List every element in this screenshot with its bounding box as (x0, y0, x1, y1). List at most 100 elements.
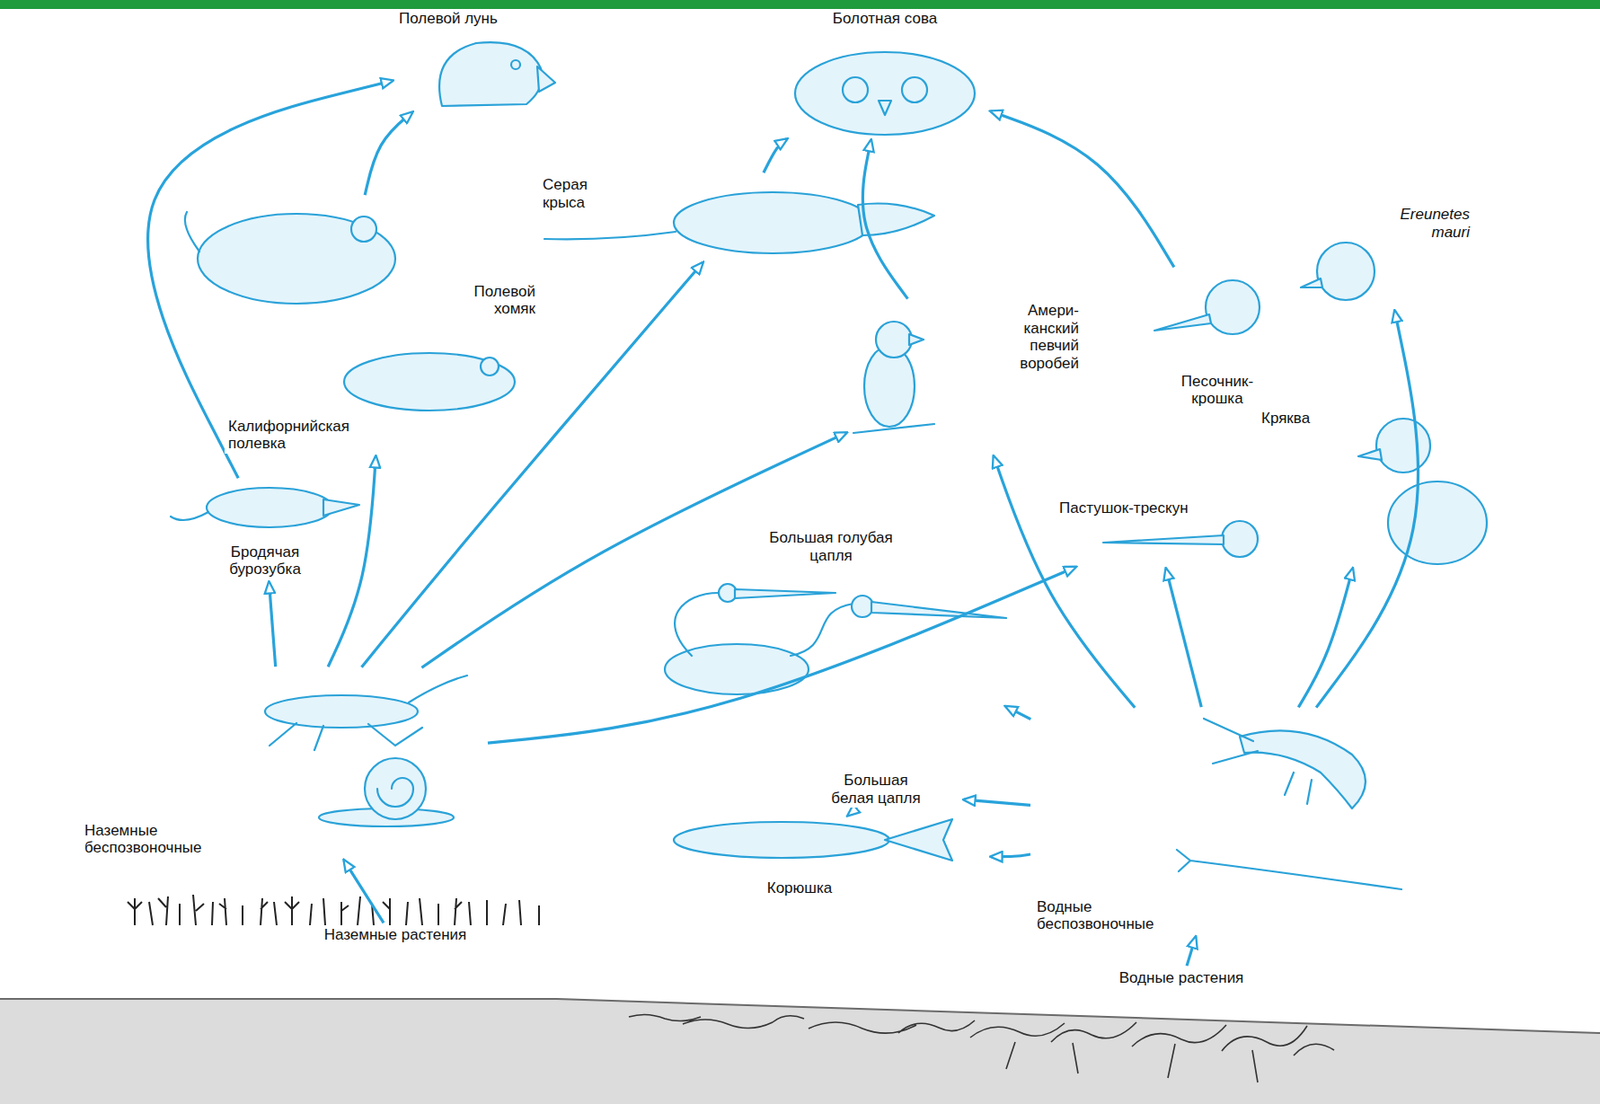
snail-spiral (377, 777, 414, 807)
shrew-body (206, 487, 333, 528)
organism-node: Полевой хомяк (161, 197, 540, 319)
sandpiper-beak (1300, 278, 1323, 288)
food-arrow (862, 140, 908, 300)
grasshopper-body (265, 695, 418, 728)
ground-band (0, 998, 1600, 1104)
organism-label: Серая крыса (539, 175, 610, 213)
sandpiper-head (1317, 242, 1375, 301)
vole-ear (480, 357, 499, 376)
terrestrial-plants (127, 894, 540, 926)
organism-node: Ereunetes mauri (1293, 204, 1474, 309)
heron-neck (790, 603, 854, 656)
food-arrow (361, 262, 703, 667)
fish-tail (884, 819, 953, 861)
organism-node: Наземные беспозвоночные (80, 669, 486, 858)
organism-label: Корюшка (763, 878, 836, 899)
organism-node: Бродячая бурозубка (148, 480, 382, 580)
organism-label: Водные растения (1115, 968, 1248, 989)
heron-body (664, 644, 809, 695)
food-arrow (1186, 937, 1196, 966)
food-arrow (990, 854, 1031, 858)
owl-head (795, 52, 975, 135)
organism-label: Пастушок-трескун (1055, 498, 1193, 519)
organism-node: Пастушок-трескун (1055, 498, 1258, 566)
food-arrow (487, 566, 1076, 743)
owl-beak (878, 100, 892, 115)
organism-label: Большая голубая цапля (760, 528, 902, 566)
food-arrow (1166, 568, 1202, 708)
food-arrow (148, 80, 393, 479)
rat-tail (544, 231, 676, 239)
top-bar (0, 0, 1600, 9)
organism-label: Калифорнийская полевка (224, 416, 385, 454)
shrimp-legs (1203, 718, 1312, 805)
organism-label: Песочник- крошка (1168, 371, 1266, 409)
organism-label: Амери- канский певчий воробей (1003, 300, 1083, 373)
organism-label: Полевой хомяк (450, 282, 540, 319)
food-arrow (268, 582, 275, 667)
food-arrow (1005, 706, 1031, 719)
organism-node: Калифорнийская полевка (224, 350, 535, 454)
organism-node: Водные беспозвоночные (1033, 709, 1429, 935)
hamster-tail (185, 212, 200, 252)
organism-label: Водные беспозвоночные (1033, 897, 1171, 935)
food-arrow (344, 860, 384, 924)
shrimp-body (1239, 730, 1366, 809)
organism-node: Песочник- крошка (1140, 269, 1294, 409)
harrier-head (439, 42, 542, 107)
organism-label: Ereunetes mauri (1380, 204, 1474, 242)
food-arrow (364, 112, 413, 195)
organism-label: Полевой лунь (395, 8, 502, 29)
sandpiper-head (1205, 280, 1260, 335)
heron-neck (674, 592, 719, 656)
organism-node: Кряква (1257, 408, 1492, 566)
fish-body (673, 822, 890, 858)
organism-node: Большая голубая цапля (642, 528, 1020, 706)
organism-node: Большая белая цапля (790, 770, 962, 814)
sandpiper-beak (1154, 314, 1212, 331)
organism-label: Большая белая цапля (822, 770, 929, 808)
grasshopper-legs (269, 675, 468, 751)
larva (1176, 849, 1402, 890)
rail-head (1221, 521, 1258, 557)
food-arrow (990, 111, 1175, 268)
owl-eye (901, 77, 928, 103)
ground-line (0, 998, 1600, 1034)
rail-beak (1103, 535, 1224, 545)
duck-head (1376, 418, 1431, 473)
organism-label: Наземные беспозвоночные (80, 821, 219, 858)
shrew-snout (323, 499, 360, 516)
rat-body (673, 192, 872, 254)
sparrow-body (864, 345, 915, 427)
organism-label: Бродячая бурозубка (216, 542, 314, 580)
organism-node: Болотная сова (781, 8, 989, 138)
food-arrow (763, 139, 787, 174)
duck-bill (1358, 449, 1382, 460)
organism-node: Амери- канский певчий воробей (848, 300, 1083, 454)
organism-label: Наземные растения (320, 925, 471, 946)
rat-head (857, 203, 935, 237)
organism-label: Кряква (1257, 408, 1314, 429)
sparrow-branch (853, 424, 935, 434)
shrew-tail (170, 512, 209, 521)
organism-node: Полевой лунь (395, 8, 557, 111)
food-arrow (1298, 568, 1353, 708)
food-arrow (327, 456, 376, 667)
harrier-eye (511, 60, 521, 70)
hamster-ear (351, 216, 377, 242)
harrier-beak (537, 66, 556, 92)
organism-node: Наземные растения (242, 925, 549, 958)
hamster-body (197, 213, 396, 304)
food-arrow (1316, 310, 1418, 708)
aquatic-plants (628, 1014, 1335, 1083)
organism-node: Водные растения (1060, 968, 1303, 999)
duck-body (1387, 481, 1487, 565)
owl-eye (842, 77, 868, 103)
food-arrow (963, 799, 1031, 805)
snail-shell (364, 758, 426, 820)
organism-node: Корюшка (610, 813, 989, 899)
food-arrow (993, 456, 1135, 708)
organism-label: Болотная сова (829, 8, 941, 29)
heron-beak (734, 589, 836, 599)
sparrow-head (875, 321, 912, 358)
